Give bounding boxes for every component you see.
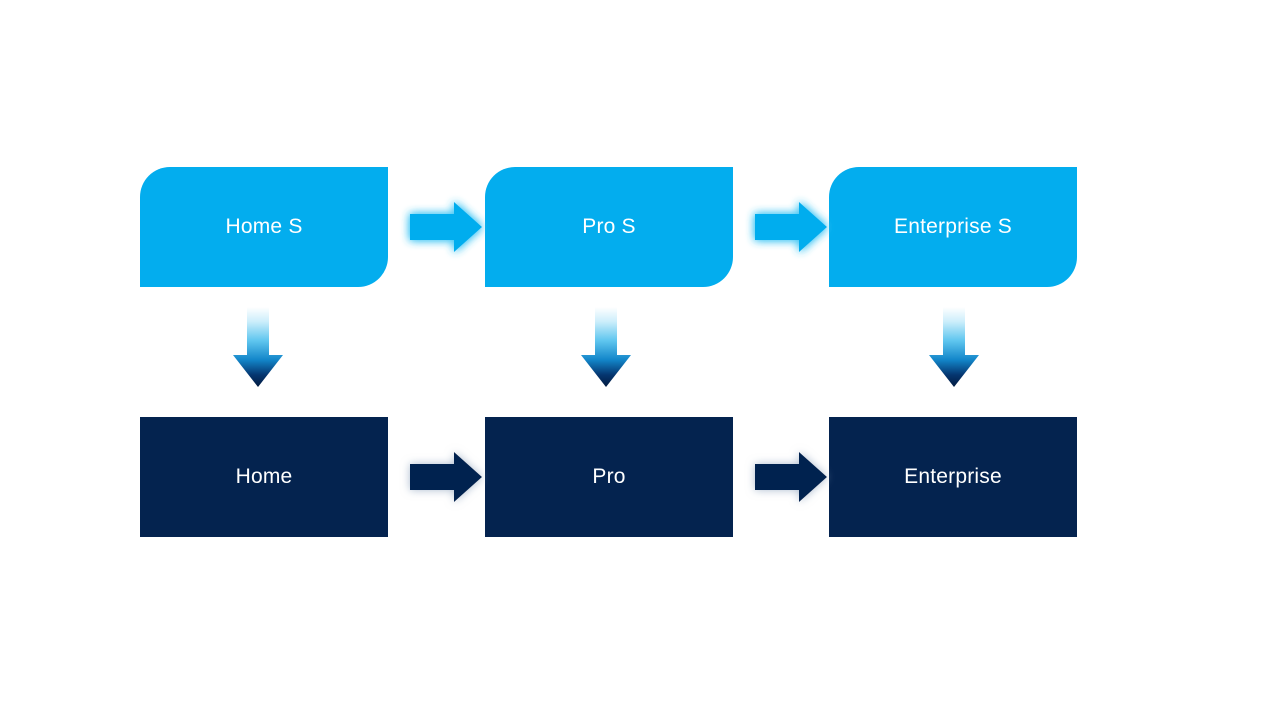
node-enterprise-s[interactable]: Enterprise S bbox=[829, 167, 1077, 287]
node-pro-label: Pro bbox=[592, 465, 626, 489]
connector-home-s-to-home bbox=[228, 305, 288, 391]
connector-pro-to-enterprise bbox=[747, 446, 833, 508]
down-arrow-icon bbox=[929, 307, 979, 387]
node-home-s-label: Home S bbox=[225, 215, 303, 239]
right-arrow-icon bbox=[755, 202, 827, 252]
node-pro-s[interactable]: Pro S bbox=[485, 167, 733, 287]
connector-pro-s-to-pro bbox=[576, 305, 636, 391]
node-enterprise-s-label: Enterprise S bbox=[894, 215, 1012, 239]
node-home-s[interactable]: Home S bbox=[140, 167, 388, 287]
node-enterprise-label: Enterprise bbox=[904, 465, 1002, 489]
node-pro-s-label: Pro S bbox=[582, 215, 636, 239]
right-arrow-icon bbox=[410, 452, 482, 502]
connector-enterprise-s-to-enterprise bbox=[924, 305, 984, 391]
down-arrow-icon bbox=[581, 307, 631, 387]
node-pro[interactable]: Pro bbox=[485, 417, 733, 537]
right-arrow-icon bbox=[410, 202, 482, 252]
down-arrow-icon bbox=[233, 307, 283, 387]
node-home[interactable]: Home bbox=[140, 417, 388, 537]
connector-home-to-pro bbox=[402, 446, 488, 508]
connector-home-s-to-pro-s bbox=[402, 196, 488, 258]
node-home-label: Home bbox=[235, 465, 293, 489]
right-arrow-icon bbox=[755, 452, 827, 502]
node-enterprise[interactable]: Enterprise bbox=[829, 417, 1077, 537]
connector-pro-s-to-enterprise-s bbox=[747, 196, 833, 258]
